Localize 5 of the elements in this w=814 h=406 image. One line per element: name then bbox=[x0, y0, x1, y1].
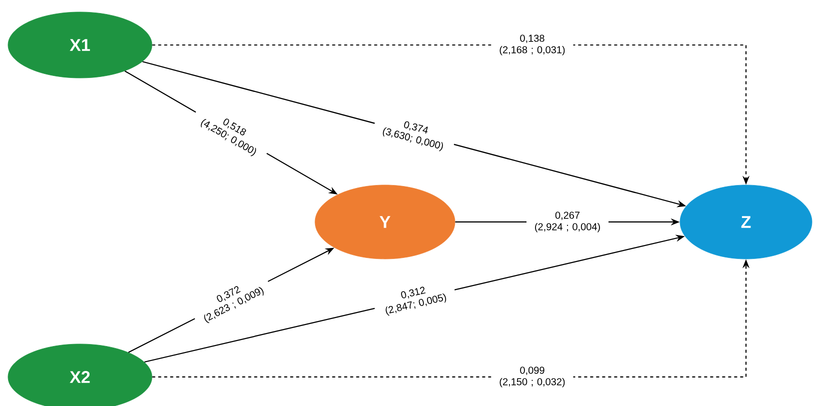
edge-label: 0,312 (2,847; 0,005) bbox=[386, 286, 446, 316]
edge-label: 0,099 (2,150 ; 0,032) bbox=[500, 366, 565, 388]
edge-label: 0,267 (2,924 ; 0,004) bbox=[535, 212, 600, 232]
edge-label: 0,138 (2,168 ; 0,031) bbox=[500, 34, 565, 56]
edge-label: 0,374 (3,630; 0,000) bbox=[382, 121, 443, 152]
